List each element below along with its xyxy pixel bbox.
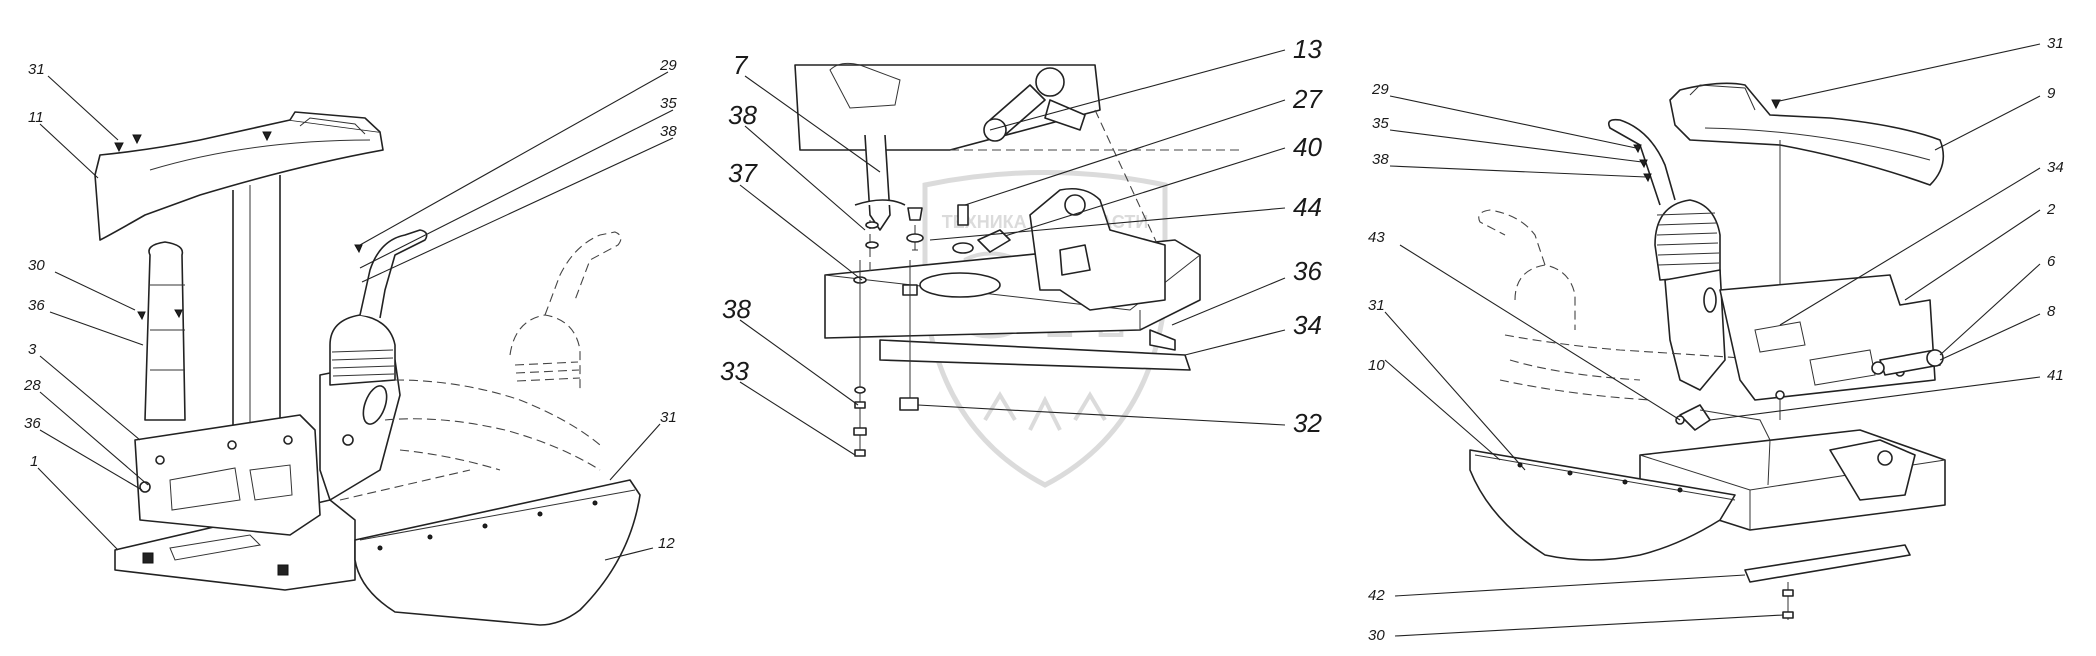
callout-label: 28 (23, 377, 41, 394)
callout-label: 2 (2046, 201, 2056, 218)
callout-label: 38 (660, 123, 677, 140)
callout-label: 10 (1368, 357, 1385, 374)
callout-label: 34 (1293, 310, 1322, 340)
left-assembly-drawing (94, 111, 641, 626)
callout-label: 31 (660, 409, 677, 426)
callout-label: 44 (1293, 192, 1322, 222)
callout-label: 43 (1368, 229, 1385, 246)
callout-label: 31 (2047, 35, 2064, 52)
callout-label: 42 (1368, 587, 1385, 604)
callout-label: 36 (28, 297, 45, 314)
callout-label: 9 (2047, 85, 2056, 102)
callout-label: 29 (1371, 81, 1389, 98)
callout-label: 11 (28, 109, 44, 126)
callout-label: 41 (2047, 367, 2064, 384)
center-assembly-drawing (794, 62, 1240, 457)
callout-label: 7 (733, 50, 749, 80)
right-assembly-drawing (1469, 82, 1946, 620)
callout-label: 40 (1293, 132, 1322, 162)
callout-label: 30 (1368, 627, 1385, 644)
callout-label: 29 (659, 57, 677, 74)
callout-label: 12 (658, 535, 675, 552)
callout-label: 1 (30, 453, 38, 470)
callout-label: 38 (1372, 151, 1389, 168)
callout-label: 36 (24, 415, 41, 432)
callout-label: 38 (728, 100, 757, 130)
callout-label: 38 (722, 294, 751, 324)
callout-label: 31 (28, 61, 45, 78)
callout-label: 34 (2047, 159, 2064, 176)
callout-label: 35 (660, 95, 677, 112)
callout-label: 32 (1293, 408, 1322, 438)
callout-label: 35 (1372, 115, 1389, 132)
callout-label: 3 (28, 341, 37, 358)
callouts-right: 29 35 38 43 31 10 31 9 34 2 6 8 41 42 30 (1368, 35, 2064, 644)
callout-label: 27 (1292, 84, 1323, 114)
callouts-left: 31 11 30 36 3 28 36 1 29 35 38 31 12 (23, 57, 677, 552)
leader-lines (37, 43, 2041, 637)
callout-label: 37 (728, 158, 758, 188)
callout-label: 6 (2047, 253, 2056, 270)
callout-label: 31 (1368, 297, 1385, 314)
callout-label: 13 (1293, 34, 1322, 64)
callout-label: 33 (720, 356, 749, 386)
callout-label: 30 (28, 257, 45, 274)
callout-label: 8 (2047, 303, 2056, 320)
callouts-center: 7 38 37 38 33 13 27 40 44 36 34 32 (720, 34, 1323, 438)
callout-label: 36 (1293, 256, 1322, 286)
